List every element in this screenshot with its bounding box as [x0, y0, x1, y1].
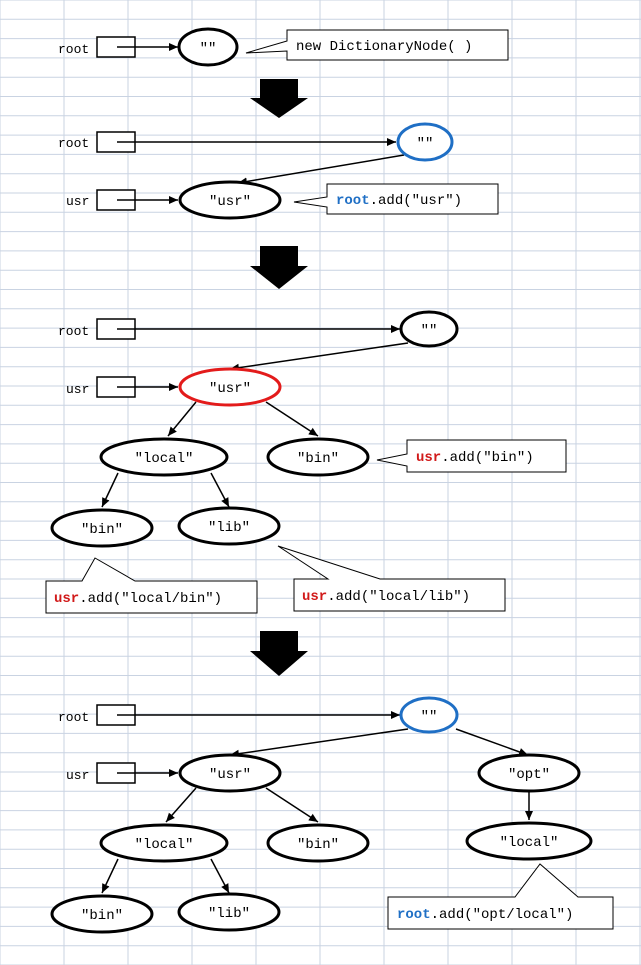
tree-node-opt [477, 753, 581, 793]
tree-node-label: "bin" [81, 908, 123, 924]
tree-node-usr [178, 753, 282, 793]
callout-code: usr.add("bin") [416, 450, 534, 466]
tree-edge [229, 342, 409, 372]
callout-code-call: .add("bin") [441, 450, 533, 466]
tree-node-label: "usr" [209, 767, 251, 783]
tree-node-label: "local" [135, 451, 194, 467]
callout-code-receiver: usr [416, 450, 441, 466]
tree-edge [167, 401, 197, 437]
tree-node-label: "bin" [81, 522, 123, 538]
tree-node-bin [50, 508, 154, 548]
tree-edge [229, 728, 409, 758]
callout: root.add("opt/local") [387, 863, 614, 930]
var-label-root: root [58, 710, 89, 725]
tree-node-label: "lib" [208, 906, 250, 922]
tree-node-root [177, 27, 239, 67]
tree-node-root [399, 310, 459, 348]
tree-node-label: "usr" [209, 194, 251, 210]
step-1: root "" new DictionaryNode( ) [58, 27, 509, 67]
callout-code-receiver: root [397, 907, 431, 923]
tree-edge [165, 787, 197, 823]
tree-edge [265, 787, 319, 823]
tree-node-label: "local" [135, 837, 194, 853]
var-label-usr: usr [66, 768, 89, 783]
tree-node-lib [177, 506, 281, 546]
callout-code: root.add("usr") [336, 193, 462, 209]
tree-edge [101, 858, 119, 894]
tree-node-label: "bin" [297, 837, 339, 853]
callout-code-receiver: usr [54, 591, 79, 607]
callout: usr.add("bin") [376, 439, 567, 473]
callout: usr.add("local/bin") [45, 557, 258, 614]
tree-node-label: "opt" [508, 767, 550, 783]
tree-edge [210, 858, 230, 894]
tree-node-label: "lib" [208, 520, 250, 536]
tree-node-bin [266, 823, 370, 863]
tree-node-label: "" [200, 41, 217, 57]
tree-node-label: "bin" [297, 451, 339, 467]
tree-edge [210, 472, 230, 508]
tree-node-root [396, 122, 454, 162]
callout: new DictionaryNode( ) [245, 29, 509, 61]
callout-code-call: .add("local/lib") [327, 589, 470, 605]
tree-node-lib [177, 892, 281, 932]
var-label-usr: usr [66, 382, 89, 397]
tree-node-label: "local" [500, 835, 559, 851]
tree-node-usr [178, 180, 282, 220]
tree-edge [265, 401, 319, 437]
tree-edge [101, 472, 119, 508]
step-down-arrow-icon [250, 631, 308, 676]
tree-node-label: "" [421, 709, 438, 725]
callout-code: root.add("opt/local") [397, 907, 573, 923]
step-2: root usr "" "usr" root.add("usr") [58, 122, 499, 220]
callout: root.add("usr") [293, 183, 499, 215]
step-down-arrow-icon [250, 246, 308, 289]
var-label-root: root [58, 42, 89, 57]
tree-node-root [399, 696, 459, 734]
step-down-arrow-icon [250, 79, 308, 118]
callout-code-call: .add("local/bin") [79, 591, 222, 607]
callout-code-receiver: usr [302, 589, 327, 605]
callout-code-call: .add("usr") [370, 193, 462, 209]
tree-node-local [465, 821, 593, 861]
step-3: root usr "" "usr" "local" "bin" "bin" "l… [45, 310, 567, 614]
callout-code: new DictionaryNode( ) [296, 39, 472, 55]
tree-node-label: "" [421, 323, 438, 339]
tree-node-local [99, 437, 229, 477]
callout: usr.add("local/lib") [277, 545, 506, 612]
callout-code-call: .add("opt/local") [431, 907, 574, 923]
step-4: root usr "" "usr" "opt" "local" "bin" "l… [50, 696, 614, 934]
tree-node-label: "usr" [209, 381, 251, 397]
callout-code: usr.add("local/bin") [54, 591, 222, 607]
tree-edge [455, 728, 529, 756]
tree-node-bin [50, 894, 154, 934]
callout-code-receiver: root [336, 193, 370, 209]
var-label-root: root [58, 324, 89, 339]
tree-edge [237, 154, 405, 186]
tree-node-bin [266, 437, 370, 477]
tree-node-usr [178, 367, 282, 407]
tree-node-label: "" [417, 136, 434, 152]
callout-code-call: new DictionaryNode( ) [296, 39, 472, 55]
var-label-usr: usr [66, 194, 89, 209]
var-label-root: root [58, 136, 89, 151]
tree-node-local [99, 823, 229, 863]
callout-code: usr.add("local/lib") [302, 589, 470, 605]
